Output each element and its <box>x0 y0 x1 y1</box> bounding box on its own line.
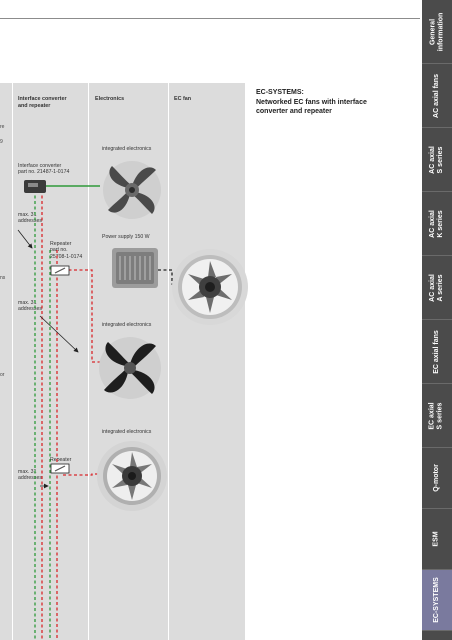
tab-ac-axial-fans[interactable]: AC axial fans <box>422 64 452 127</box>
tab-last[interactable]: es <box>422 631 452 640</box>
column-divider <box>12 83 13 640</box>
tab-label: EC-SYSTEMS <box>433 577 441 623</box>
tab-label: EC axial S series <box>429 401 444 430</box>
max-addresses-label: max. 31 addresses <box>18 469 42 482</box>
column-heading-electronics: Electronics <box>95 96 125 102</box>
tab-label: General information <box>429 12 444 51</box>
repeater-label: Repeater part no. 25708-1-0174 <box>50 241 83 260</box>
tab-ac-axial-k-series[interactable]: AC axial K series <box>422 192 452 255</box>
green-data-bus <box>34 190 51 640</box>
clipped-edge-text: or <box>0 372 5 378</box>
tab-divider <box>422 447 452 448</box>
tab-divider <box>422 127 452 128</box>
interface-converter-icon <box>24 180 46 193</box>
tab-esm[interactable]: ESM <box>422 509 452 569</box>
tab-label: ESM <box>432 531 440 547</box>
radial-ec-fan-image <box>172 249 248 325</box>
integrated-electronics-label: integrated electronics <box>102 146 152 152</box>
column-heading-ec-fan: EC fan <box>174 96 192 102</box>
tab-ac-axial-a-series[interactable]: AC axial A series <box>422 256 452 319</box>
red-power-bus <box>41 190 100 640</box>
clipped-edge-text: 9 <box>0 139 3 145</box>
tab-label: Q-motor <box>432 464 440 492</box>
tab-divider <box>422 383 452 384</box>
repeater-label: Repeater <box>50 457 72 463</box>
tab-ec-systems[interactable]: EC-SYSTEMS <box>422 570 452 630</box>
tab-divider <box>422 508 452 509</box>
tab-divider <box>422 319 452 320</box>
tab-divider <box>422 255 452 256</box>
tab-divider <box>422 63 452 64</box>
tab-ec-axial-s-series[interactable]: EC axial S series <box>422 384 452 447</box>
max-addresses-label: max. 31 addresses <box>18 300 42 313</box>
radial-ec-fan-image <box>97 441 167 511</box>
tab-ac-axial-s-series[interactable]: AC axial S series <box>422 128 452 191</box>
interface-converter-label: Interface converter part no. 21487-1-017… <box>18 163 70 176</box>
tab-divider <box>422 191 452 192</box>
clipped-edge-text: ns <box>0 275 6 281</box>
tab-divider <box>422 630 452 631</box>
tab-label: AC axial fans <box>433 73 440 118</box>
tab-label: AC axial K series <box>429 209 444 238</box>
power-supply-label: Power supply 150 W <box>102 234 150 240</box>
tab-label: AC axial S series <box>429 145 444 174</box>
tab-label: AC axial A series <box>429 273 444 302</box>
max-addresses-label: max. 31 addresses <box>18 212 42 225</box>
repeater-icon <box>50 265 70 276</box>
integrated-electronics-label: integrated electronics <box>102 429 152 435</box>
clipped-edge-text: re <box>0 124 5 130</box>
tab-divider <box>422 569 452 570</box>
column-divider <box>88 83 89 640</box>
chapter-index-sidebar <box>422 0 452 640</box>
top-rule <box>0 18 420 19</box>
section-title: EC-SYSTEMS: Networked EC fans with inter… <box>256 89 367 115</box>
tab-label: EC axial fans <box>433 329 441 374</box>
axial-fan-image <box>103 161 161 219</box>
axial-fan-image <box>99 337 161 399</box>
tab-q-motor[interactable]: Q-motor <box>422 448 452 508</box>
integrated-electronics-label: integrated electronics <box>102 322 152 328</box>
tab-general-information[interactable]: General information <box>422 0 452 63</box>
column-divider <box>168 83 169 640</box>
power-supply-image <box>112 248 158 288</box>
tab-ec-axial-fans[interactable]: EC axial fans <box>422 320 452 383</box>
pointer-arrows <box>17 179 79 489</box>
column-heading-converter: Interface converter and repeater <box>18 96 67 109</box>
repeater-icon <box>50 463 70 474</box>
